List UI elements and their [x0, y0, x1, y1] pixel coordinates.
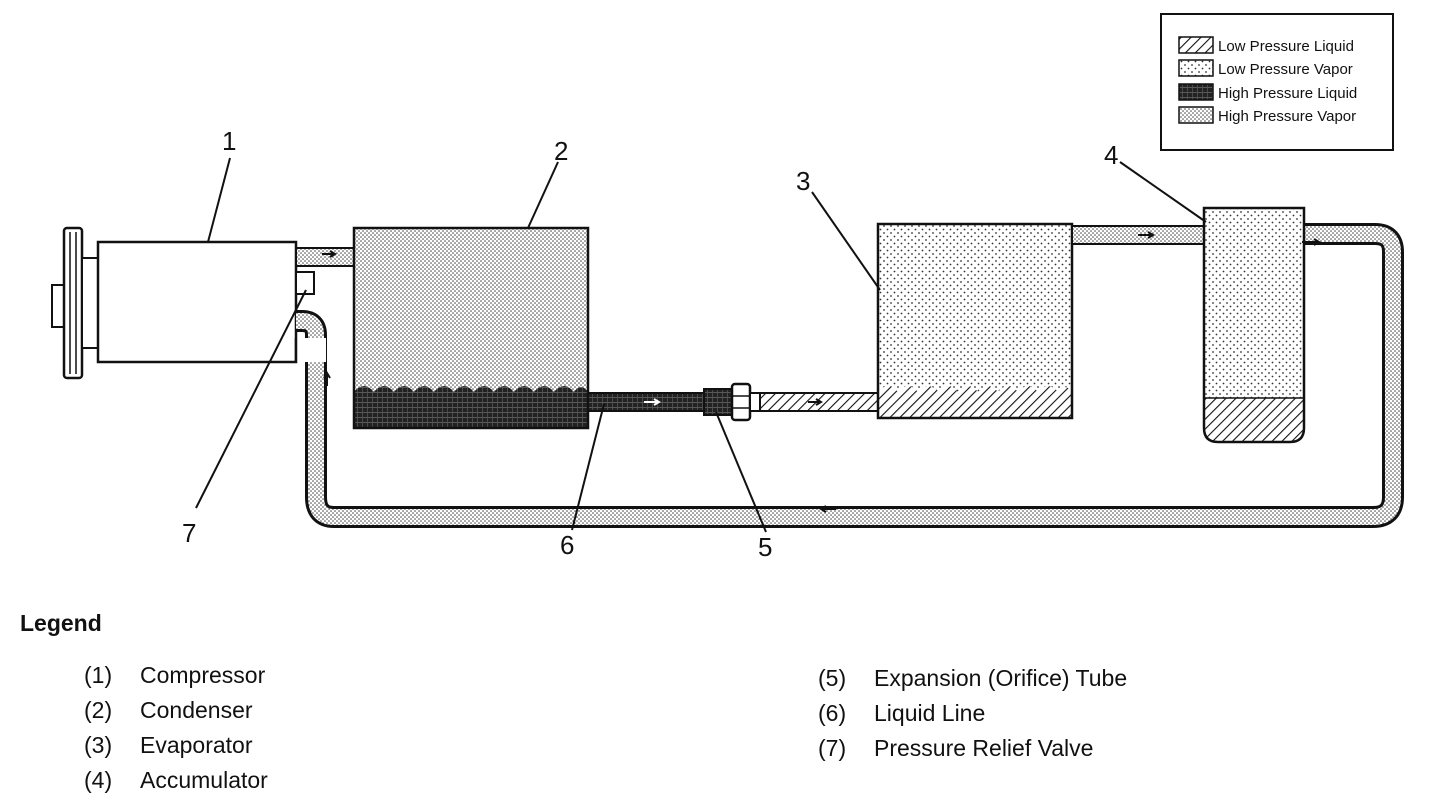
key-swatch [1178, 83, 1214, 101]
key-swatch [1178, 106, 1214, 124]
legend-item-number: (3) [84, 732, 113, 758]
discharge-line [295, 247, 357, 267]
legend-item: (6) Liquid Line [818, 698, 1127, 733]
legend-item-number: (6) [818, 700, 847, 726]
legend-item-number: (1) [84, 662, 113, 688]
key-item-high-pressure-vapor: High Pressure Vapor [1178, 106, 1356, 125]
callout-1: 1 [222, 126, 236, 156]
key-label: High Pressure Liquid [1218, 85, 1357, 102]
callout-4: 4 [1104, 140, 1118, 170]
accumulator [1202, 206, 1321, 444]
evaporator-outlet-line [1071, 225, 1207, 245]
compressor [51, 226, 315, 380]
key-item-high-pressure-liquid: High Pressure Liquid [1178, 83, 1357, 102]
key-swatch [1178, 59, 1214, 77]
legend-list-right: (5) Expansion (Orifice) Tube (6) Liquid Li… [818, 663, 1127, 768]
callout-3: 3 [796, 166, 810, 196]
legend-item-number: (5) [818, 665, 847, 691]
legend-item: (5) Expansion (Orifice) Tube [818, 663, 1127, 698]
legend-item-label: Condenser [140, 697, 253, 723]
low-pressure-liquid-line [759, 392, 881, 412]
callout-leaders [195, 157, 1207, 533]
legend-item-number: (4) [84, 767, 113, 793]
evaporator [876, 222, 1074, 420]
legend-item-label: Compressor [140, 662, 266, 688]
condenser [352, 226, 590, 430]
key-item-low-pressure-vapor: Low Pressure Vapor [1178, 59, 1353, 78]
legend-item-number: (7) [818, 735, 847, 761]
liquid-line [587, 392, 707, 412]
key-label: Low Pressure Vapor [1218, 61, 1353, 78]
legend-item-number: (2) [84, 697, 113, 723]
key-swatch [1178, 36, 1214, 54]
legend-item: (2) Condenser [84, 695, 268, 730]
legend-item-label: Pressure Relief Valve [874, 735, 1094, 761]
expansion-orifice-tube [703, 382, 761, 422]
key-label: Low Pressure Liquid [1218, 38, 1354, 55]
compressor-suction-port [296, 338, 326, 362]
legend-item-label: Accumulator [140, 767, 268, 793]
legend-item: (7) Pressure Relief Valve [818, 733, 1127, 768]
key-label: High Pressure Vapor [1218, 108, 1356, 125]
legend-item: (1) Compressor [84, 660, 268, 695]
pattern-key: Low Pressure Liquid Low Pressure Vapor H… [1160, 13, 1394, 151]
legend-list-left: (1) Compressor (2) Condenser (3) Evaporator… [84, 660, 268, 800]
callout-6: 6 [560, 530, 574, 560]
legend-item: (3) Evaporator [84, 730, 268, 765]
legend-item-label: Liquid Line [874, 700, 986, 726]
refrigerant-flow-diagram: 1 2 3 4 5 6 7 Low Pressure Liquid Low Pr… [51, 13, 1404, 562]
callout-5: 5 [758, 532, 772, 562]
legend-item: (4) Accumulator [84, 765, 268, 800]
key-item-low-pressure-liquid: Low Pressure Liquid [1178, 36, 1354, 55]
suction-return-line [291, 223, 1404, 528]
callout-2: 2 [554, 136, 568, 166]
legend-item-label: Evaporator [140, 732, 253, 758]
callout-7: 7 [182, 518, 196, 548]
legend-item-label: Expansion (Orifice) Tube [874, 665, 1128, 691]
legend-title: Legend [20, 610, 102, 636]
